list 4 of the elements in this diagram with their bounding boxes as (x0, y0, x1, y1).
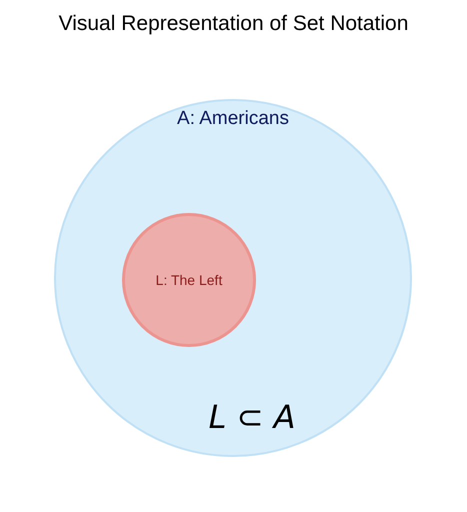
set-label: A: Americans (177, 107, 289, 131)
diagram-title: Visual Representation of Set Notation (58, 11, 410, 37)
subset-notation: L ⊂ A (208, 397, 296, 438)
set-label: L: The Left (156, 270, 222, 290)
